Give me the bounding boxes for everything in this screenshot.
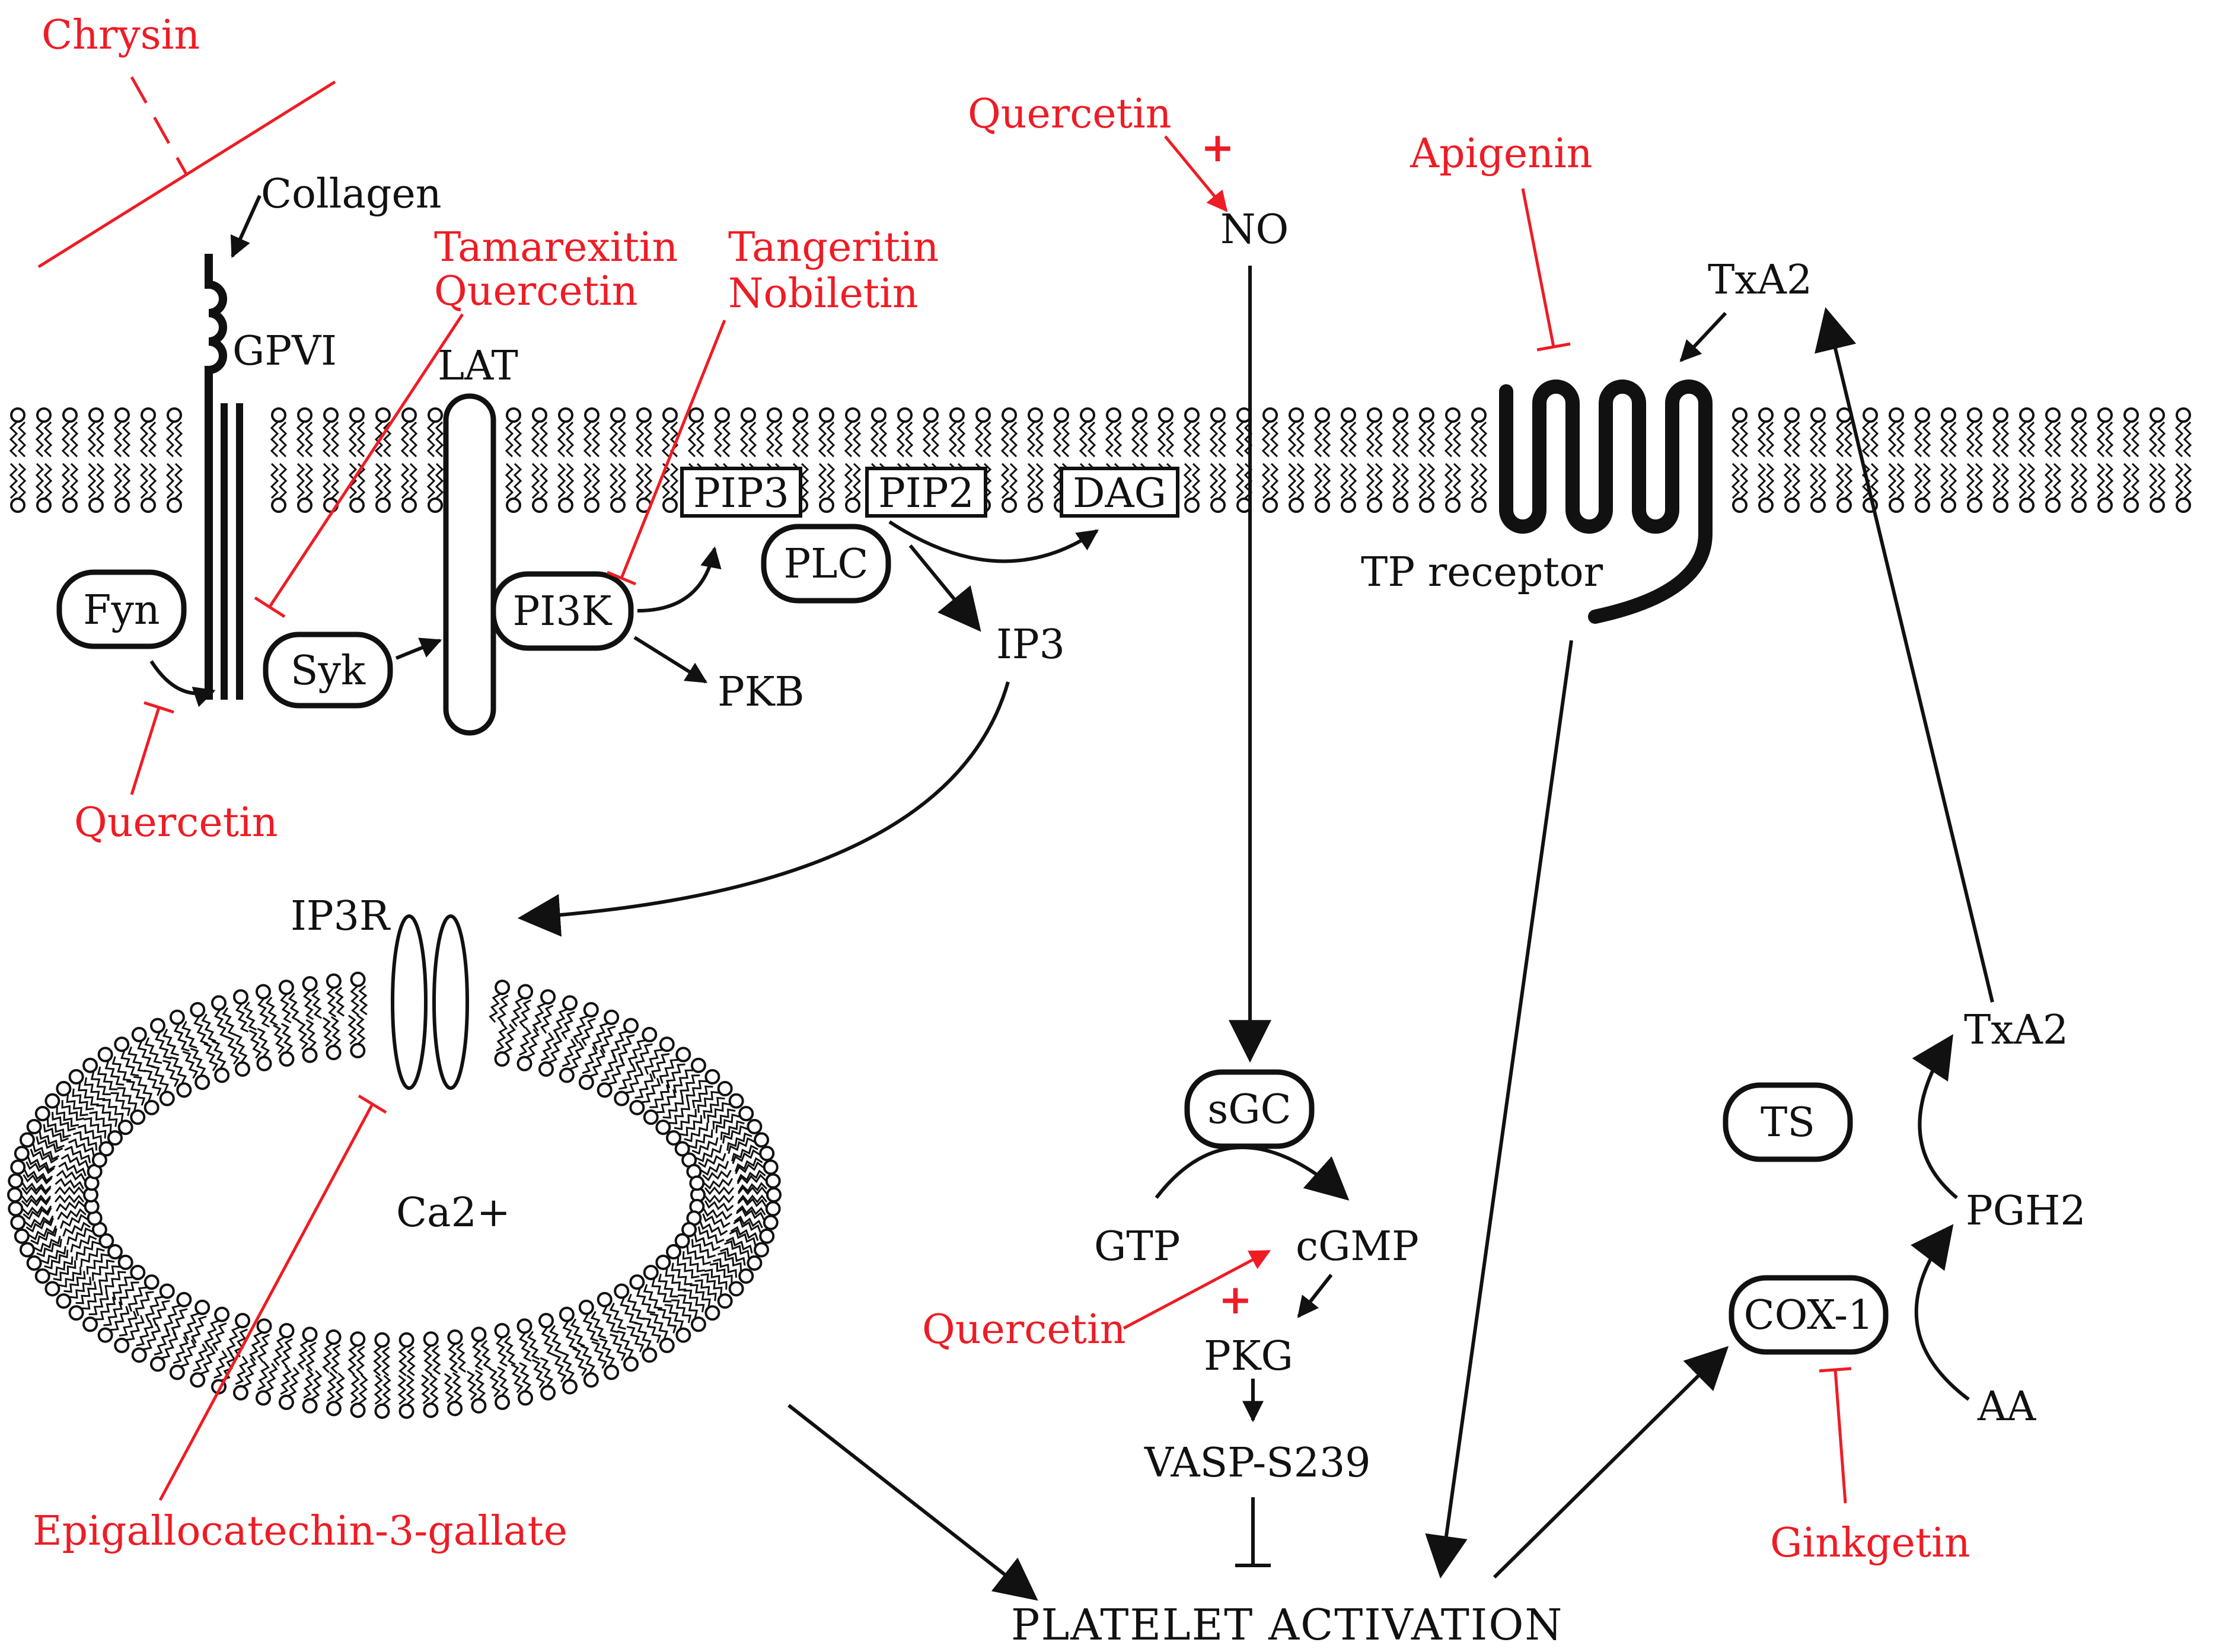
dag-box: DAG [1060, 467, 1179, 518]
cox1-node: COX-1 [1729, 1275, 1889, 1355]
plasma-membrane [9, 407, 2192, 513]
pgh2-label: PGH2 [1966, 1188, 2086, 1235]
txa2-release-arrow [1815, 307, 1994, 1003]
txa2-to-tp-arrow [1679, 311, 1727, 362]
quercetin-cgmp-label: Quercetin [922, 1306, 1126, 1353]
calcium-store-membrane [7, 971, 782, 1419]
cgmp-label: cGMP [1296, 1223, 1419, 1270]
pi3k-label: PI3K [513, 588, 613, 635]
egcg-ip3r-inhibition [158, 1094, 387, 1501]
pip3-label: PIP3 [693, 470, 789, 517]
fyn-node: Fyn [56, 569, 187, 649]
cgmp-to-pkg-arrow [1297, 1274, 1333, 1318]
vasp-inhibition [1235, 1497, 1271, 1567]
pip3-box: PIP3 [680, 467, 802, 518]
pkg-label: PKG [1204, 1333, 1293, 1380]
chrysin-inhibition-line [130, 76, 189, 176]
ip3r-label: IP3R [291, 893, 391, 940]
lat-label: LAT [438, 343, 518, 390]
pip2-box: PIP2 [865, 467, 987, 518]
gtp-label: GTP [1094, 1223, 1180, 1270]
quercetin-no-label: Quercetin [968, 91, 1172, 138]
pkb-label: PKB [718, 669, 805, 716]
fyn-to-gpvi-arrow [149, 660, 216, 707]
syk-node: Syk [263, 632, 393, 709]
quercetin-cgmp-arrow [1123, 1249, 1271, 1330]
aa-label: AA [1977, 1383, 2036, 1430]
plc-to-dag-arrow [888, 520, 1099, 563]
quercetin-fyn-label: Quercetin [74, 799, 278, 846]
fyn-label: Fyn [83, 587, 160, 634]
quercetin-syk-label: Quercetin [434, 268, 638, 315]
activation-to-cox1-arrow [1493, 1345, 1729, 1579]
platelet-activation-label: PLATELET ACTIVATION [1011, 1600, 1563, 1650]
tamarexitin-label: Tamarexitin [434, 224, 678, 271]
dag-label: DAG [1073, 470, 1166, 517]
syk-label: Syk [291, 648, 366, 694]
ts-label: TS [1761, 1099, 1815, 1146]
collagen-arrow [230, 194, 262, 259]
ginkgetin-cox1-inhibition [1819, 1367, 1852, 1504]
egcg-label: Epigallocatechin-3-gallate [33, 1508, 567, 1555]
vasp-label: VASP-S239 [1144, 1440, 1371, 1487]
tangeritin-label: Tangeritin [728, 224, 939, 271]
gpvi-label: GPVI [232, 328, 337, 375]
txa2-label: TxA2 [1964, 1007, 2068, 1054]
collagen-label: Collagen [261, 171, 442, 218]
calcium-to-activation-arrow [787, 1404, 1038, 1601]
plc-to-ip3-arrow [908, 544, 981, 632]
gtp-to-cgmp-arrow [1155, 1146, 1350, 1201]
gpvi-receptor [205, 254, 243, 700]
ip3-to-ip3r-arrow [517, 681, 1010, 937]
sgc-node: sGC [1184, 1069, 1315, 1149]
pip2-label: PIP2 [878, 470, 974, 517]
aa-to-pgh2-arrow [1911, 1224, 1970, 1401]
quercetin-cgmp-plus: + [1219, 1276, 1252, 1323]
calcium-label: Ca2+ [396, 1189, 511, 1236]
tangeritin-pi3k-inhibition [607, 320, 726, 586]
pi3k-node: PI3K [490, 571, 634, 651]
quercetin-syk-inhibition [254, 313, 464, 618]
tp-receptor [1499, 379, 1713, 624]
txa2-top-label: TxA2 [1708, 257, 1812, 304]
lat-node [443, 393, 496, 736]
chrysin-label: Chrysin [42, 12, 200, 59]
tp-to-activation-arrow [1425, 640, 1573, 1579]
ip3-label: IP3 [996, 621, 1065, 668]
quercetin-no-arrow [1164, 135, 1228, 212]
tp-receptor-label: TP receptor [1361, 549, 1603, 596]
nobiletin-label: Nobiletin [728, 270, 919, 317]
quercetin-fyn-inhibition [130, 701, 174, 795]
cox1-label: COX-1 [1744, 1292, 1874, 1339]
syk-to-lat-arrow [395, 637, 442, 660]
plc-node: PLC [761, 524, 891, 604]
plc-label: PLC [784, 541, 869, 588]
pi3k-to-pkb-arrow [633, 636, 708, 684]
pgh2-to-txa2-arrow [1912, 1034, 1958, 1200]
quercetin-no-plus: + [1201, 124, 1235, 171]
ip3r-channel [391, 914, 469, 1090]
apigenin-tp-inhibition [1521, 188, 1571, 352]
pi3k-to-pip3-arrow [637, 546, 722, 613]
sgc-label: sGC [1207, 1086, 1291, 1133]
ginkgetin-label: Ginkgetin [1770, 1520, 1970, 1567]
apigenin-label: Apigenin [1410, 130, 1593, 177]
ts-node: TS [1723, 1082, 1853, 1162]
no-label: NO [1220, 206, 1289, 253]
